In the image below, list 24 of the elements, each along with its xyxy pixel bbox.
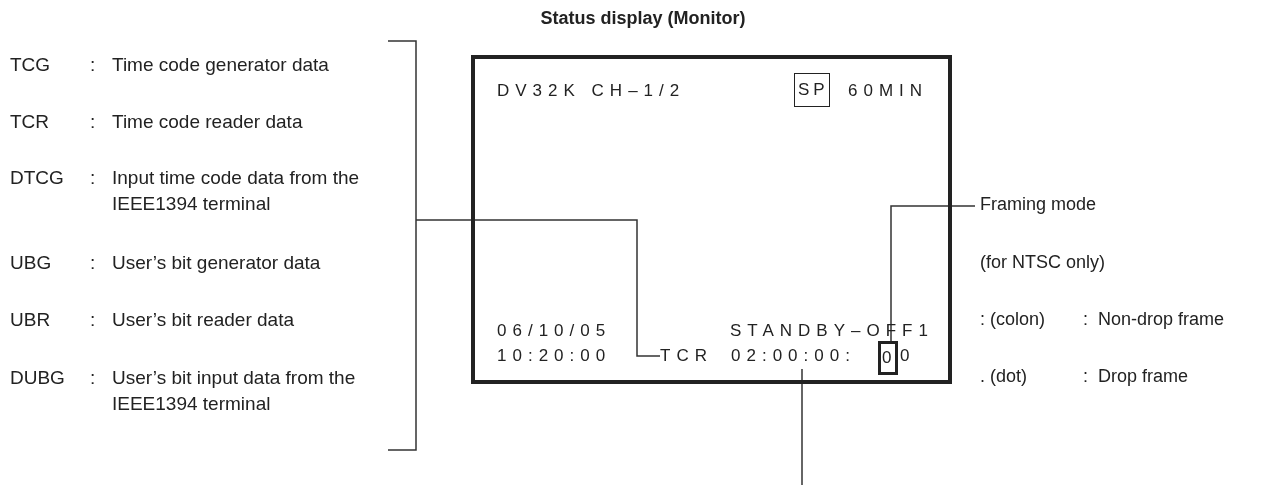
mode-indicator: SP xyxy=(794,73,830,107)
leader-line xyxy=(890,205,976,342)
time-code-type: TCR xyxy=(660,346,713,366)
title: Status display (Monitor) xyxy=(539,8,747,29)
time-code-value: 02:00:00: xyxy=(731,346,856,366)
frame-digit: 0 xyxy=(878,341,899,375)
abbreviation-definition: TCG : Time code generator data xyxy=(10,53,330,77)
screen-text: 10:20:00 xyxy=(497,346,612,366)
leader-line xyxy=(801,368,803,486)
note-text: . (dot) : Drop frame xyxy=(980,366,1189,387)
abbreviation-definition: TCR : Time code reader data xyxy=(10,110,304,134)
abbreviation-definition: UBR : User’s bit reader data xyxy=(10,308,295,332)
screen-text: 0 xyxy=(900,346,916,366)
screen-text: 60MIN xyxy=(848,81,929,101)
screen-text: DV32K CH–1/2 xyxy=(497,81,686,101)
abbreviation-definition: UBG : User’s bit generator data xyxy=(10,251,322,275)
screen-text: 06/10/05 xyxy=(497,321,612,341)
abbreviation-definition: DUBG : User’s bit input data from the IEEE1394 terminal xyxy=(10,366,357,416)
monitor-screen xyxy=(471,55,952,384)
leader-line xyxy=(415,219,661,357)
abbreviation-definition: DTCG : Input time code data from the IEEE1394 terminal xyxy=(10,166,361,216)
note-text: : (colon) : Non-drop frame xyxy=(980,309,1225,330)
note-text: (for NTSC only) xyxy=(980,252,1106,273)
callout-text: Framing mode xyxy=(975,194,1097,215)
